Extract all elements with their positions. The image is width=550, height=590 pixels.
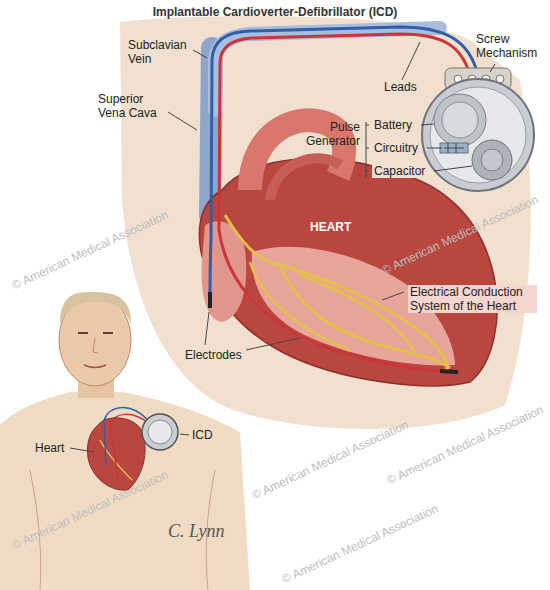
artist-signature: C. Lynn xyxy=(168,520,224,542)
organ-label: Heart xyxy=(35,441,64,455)
vein-label: Superior Vena Cava xyxy=(98,92,168,120)
watermark: © American Medical Association xyxy=(250,418,411,503)
part-label: ICD xyxy=(192,428,213,442)
part-label: Electrodes xyxy=(185,348,242,362)
diagram-title: Implantable Cardioverter-Defibrillator (… xyxy=(0,5,550,19)
part-label: Screw Mechanism xyxy=(476,32,542,60)
part-label: Circuitry xyxy=(372,141,420,155)
vein-label: Subclavian Vein xyxy=(128,38,203,66)
part-label: Capacitor xyxy=(372,164,427,178)
system-label: Electrical Conduction System of the Hear… xyxy=(408,285,537,313)
organ-label: HEART xyxy=(310,220,351,234)
watermark: © American Medical Association xyxy=(280,501,441,586)
part-label: Leads xyxy=(384,80,417,94)
part-label: Pulse Generator xyxy=(292,120,360,148)
part-label: Battery xyxy=(372,118,414,132)
